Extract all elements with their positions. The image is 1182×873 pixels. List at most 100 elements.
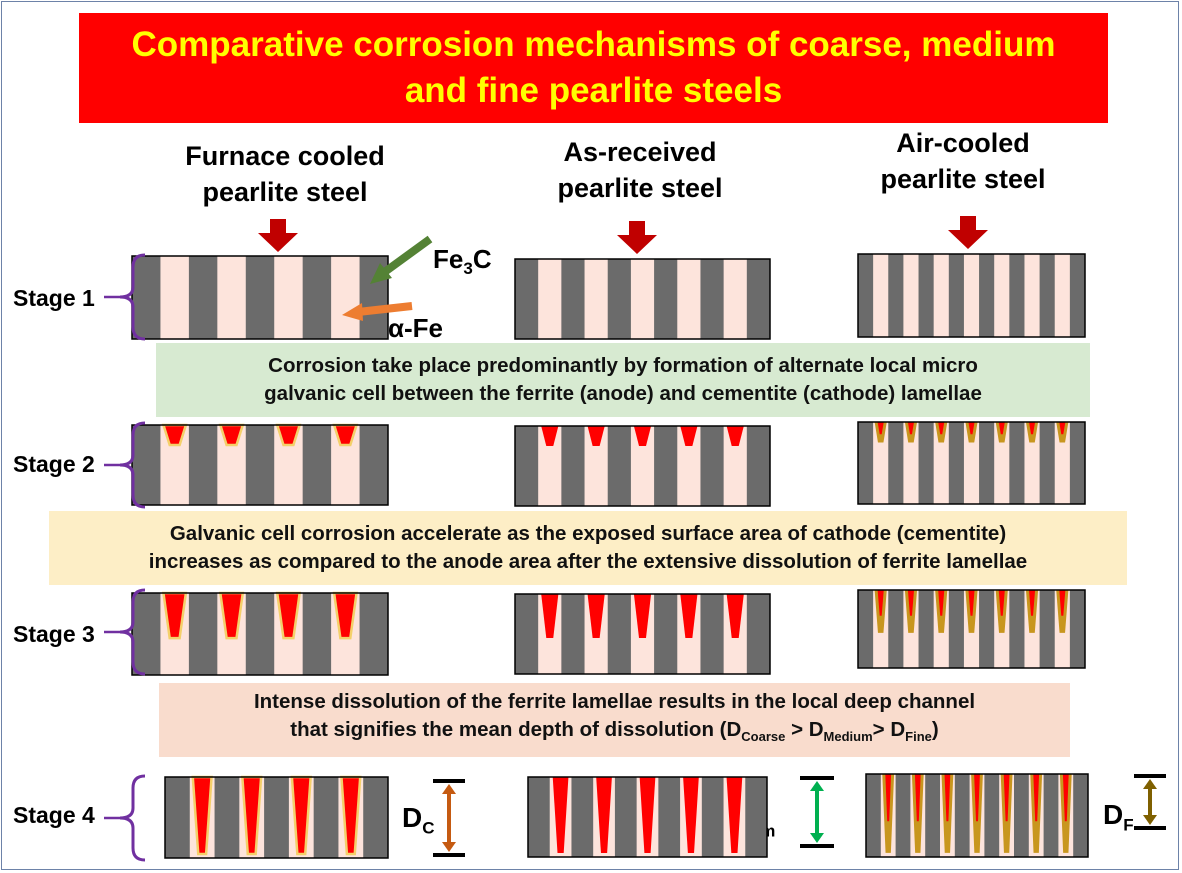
column-header-line: pearlite steel [557,173,723,203]
corrosion-pit [907,422,915,435]
corrosion-pit [968,590,975,616]
cementite-lamella [979,254,995,337]
corrosion-pit [680,594,698,638]
depth-text: D [402,802,423,833]
note-text: > D [872,718,906,742]
cementite-lamella [745,777,767,857]
cementite-lamella [607,426,631,506]
fe3c-arrowhead-icon [370,263,392,284]
alpha-fe-pointer-arrow [357,302,413,316]
cementite-lamella [858,422,874,504]
cementite-lamella [302,256,332,339]
down-arrow-icon [617,221,657,254]
cementite-lamella [746,426,770,506]
column-header-line: Air-cooled [896,128,1030,158]
corrosion-pit [726,594,744,638]
note-stage-1: Corrosion take place predominantly by fo… [156,343,1090,417]
corrosion-pit [1028,590,1036,616]
cementite-lamella [654,594,678,674]
cementite-lamella [132,256,161,339]
label-text: Fe [433,244,464,274]
note-subscript: Medium [823,729,873,745]
cementite-lamella [948,254,964,337]
depth-arrowhead-up-icon [1143,779,1157,789]
note-line: Galvanic cell corrosion accelerate as th… [169,522,1007,545]
cementite-lamella [654,259,678,339]
cementite-lamella [654,426,678,506]
cementite-lamella [245,593,275,675]
title-line-2: and fine pearlite steels [404,71,783,110]
cementite-lamella [858,590,874,668]
corrosion-pit [639,777,656,853]
cementite-lamella [948,422,964,504]
note-text: ) [931,718,939,742]
cementite-lamella [607,259,631,339]
cementite-lamella [984,774,1000,857]
cementite-lamella [515,259,539,339]
cementite-lamella [888,422,904,504]
cementite-lamella [515,426,539,506]
cementite-lamella [188,256,218,339]
cementite-lamella [1043,774,1059,857]
cementite-lamella [132,593,161,675]
cementite-lamella [925,774,940,857]
panel-border [514,593,771,675]
note-line: galvanic cell between the ferrite (anode… [264,382,982,405]
down-arrow-icon [258,219,298,252]
depth-text: D [1103,799,1124,830]
corrosion-pit [885,774,892,822]
panel-border [527,776,768,858]
panel-border [131,424,389,506]
corrosion-pit [1062,774,1069,822]
corrosion-pit [596,777,612,853]
column-header-furnace-cooled: Furnace cooled pearlite steel [150,138,420,210]
fe3c-pointer-arrow [383,235,433,275]
cementite-lamella [132,425,161,505]
depth-arrowhead-up-icon [442,784,456,794]
cementite-lamella [858,254,874,337]
corrosion-pit [587,426,605,446]
depth-arrowhead-down-icon [810,833,824,843]
cementite-lamella [1009,254,1025,337]
corrosion-pit [633,426,652,446]
cementite-lamella [1069,590,1085,668]
panel-border [514,425,771,507]
cementite-lamella [918,254,934,337]
panel-border [514,258,771,340]
cementite-lamella [1009,422,1025,504]
cementite-lamella [700,259,724,339]
corrosion-pit [726,426,744,446]
corrosion-pit [938,590,945,616]
corrosion-pit [998,422,1005,435]
cementite-lamella [888,590,904,668]
cementite-lamella [561,594,585,674]
corrosion-pit [1059,422,1066,435]
corrosion-pit [541,426,559,446]
label-subscript: 3 [463,259,473,279]
note-subscript: Fine [905,729,932,745]
note-line: increases as compared to the anode area … [148,550,1028,573]
cementite-lamella [700,594,724,674]
cementite-lamella [1039,254,1055,337]
corrosion-pit [1033,774,1040,822]
cementite-lamella [302,425,332,505]
note-stage-2: Galvanic cell corrosion accelerate as th… [49,511,1127,585]
corrosion-pit [974,774,980,822]
column-header-air-cooled: Air-cooled pearlite steel [828,125,1098,197]
cementite-lamella [866,774,881,857]
cementite-lamella [700,426,724,506]
cementite-lamella [264,777,289,858]
cementite-lamella [561,426,585,506]
ferrite-label: α-Fe [388,313,443,343]
corrosion-pit [877,590,884,616]
column-header-line: As-received [563,137,717,167]
cementite-lamella [359,425,388,505]
stage-brace [119,774,146,862]
cementite-lamella [918,590,934,668]
panel-border [857,253,1086,338]
cementite-lamella [746,594,770,674]
alpha-fe-arrowhead-icon [342,303,363,321]
panel-border [857,421,1086,505]
cementite-lamella [979,590,995,668]
